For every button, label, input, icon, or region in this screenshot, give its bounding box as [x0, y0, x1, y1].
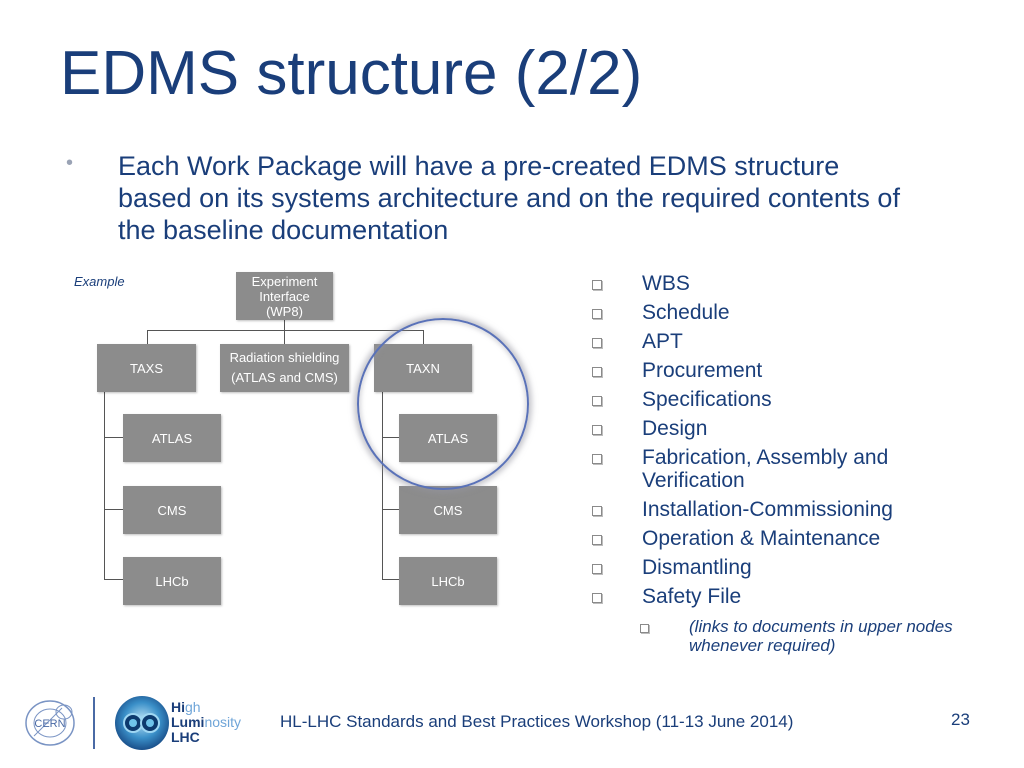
- node-taxn-lhcb: LHCb: [399, 557, 497, 605]
- connector-root-down: [284, 320, 285, 330]
- node-radiation-line2: (ATLAS and CMS): [231, 370, 338, 385]
- cern-logo-text: CERN: [34, 718, 65, 730]
- node-taxs-label: TAXS: [130, 360, 163, 376]
- hilumi-text-lhc: LHC: [171, 729, 200, 745]
- node-experiment-interface: Experiment Interface (WP8): [236, 272, 333, 320]
- node-taxs-atlas-label: ATLAS: [151, 430, 193, 446]
- connector-radiation-up: [284, 330, 285, 344]
- checkbox-bullet-icon: [592, 396, 602, 406]
- checkbox-bullet-icon: [592, 280, 602, 290]
- hilumi-text-high-b: gh: [185, 699, 201, 715]
- hilumi-logo-text: High Luminosity LHC: [171, 700, 241, 745]
- list-subitem: (links to documents in upper nodes whene…: [640, 617, 980, 655]
- bullet-text: Each Work Package will have a pre-create…: [118, 151, 900, 245]
- bullet-marker: •: [66, 152, 74, 174]
- footer-logo-divider: [93, 697, 95, 749]
- hilumi-text-high-a: Hi: [171, 699, 185, 715]
- checkbox-bullet-icon: [592, 454, 602, 464]
- list-item: Schedule: [592, 301, 1012, 324]
- highlight-circle: [357, 318, 529, 490]
- checkbox-bullet-icon: [592, 309, 602, 319]
- checkbox-bullet-icon: [592, 535, 602, 545]
- footer-text: HL-LHC Standards and Best Practices Work…: [280, 712, 794, 731]
- hilumi-text-lum-a: Lumi: [171, 714, 205, 730]
- connector-taxs-lhcb: [104, 579, 123, 580]
- node-taxs-cms: CMS: [123, 486, 221, 534]
- node-experiment-interface-label: Experiment Interface (WP8): [251, 273, 318, 319]
- list-subitem-text: (links to documents in upper nodes whene…: [689, 617, 953, 655]
- checkbox-bullet-icon: [592, 338, 602, 348]
- list-item: Installation-Commissioning: [592, 498, 1012, 521]
- node-taxs-atlas: ATLAS: [123, 414, 221, 462]
- node-radiation-line1: Radiation shielding: [229, 350, 340, 365]
- node-taxn-cms-label: CMS: [433, 502, 463, 518]
- connector-taxs-cms: [104, 509, 123, 510]
- checkbox-bullet-icon: [592, 593, 602, 603]
- node-radiation-shielding: Radiation shielding (ATLAS and CMS): [220, 344, 349, 392]
- node-taxs-cms-label: CMS: [157, 502, 187, 518]
- connector-taxs-up: [147, 330, 148, 344]
- list-item: Specifications: [592, 388, 1012, 411]
- connector-taxn-cms: [382, 509, 399, 510]
- connector-taxn-trunk: [382, 392, 383, 579]
- connector-level1-horizontal: [147, 330, 423, 331]
- connector-taxs-trunk: [104, 392, 105, 579]
- node-taxs-lhcb-label: LHCb: [155, 573, 189, 589]
- node-taxn-cms: CMS: [399, 486, 497, 534]
- node-taxs: TAXS: [97, 344, 196, 392]
- hilumi-logo-icon: [115, 696, 169, 750]
- hilumi-text-lum-b: nosity: [204, 714, 242, 730]
- list-item: Dismantling: [592, 556, 1012, 579]
- cern-logo: CERN: [22, 698, 78, 753]
- checkbox-bullet-icon: [592, 564, 602, 574]
- node-taxs-lhcb: LHCb: [123, 557, 221, 605]
- documentation-list: WBS Schedule APT Procurement Specificati…: [592, 272, 1012, 614]
- example-label: Example: [74, 274, 125, 289]
- list-item: WBS: [592, 272, 1012, 295]
- checkbox-bullet-icon: [640, 624, 649, 633]
- list-item: Operation & Maintenance: [592, 527, 1012, 550]
- list-item: Procurement: [592, 359, 1012, 382]
- connector-taxs-atlas: [104, 437, 123, 438]
- page-number: 23: [951, 710, 970, 729]
- connector-taxn-lhcb: [382, 579, 399, 580]
- hilumi-logo: [112, 693, 172, 758]
- list-item: APT: [592, 330, 1012, 353]
- checkbox-bullet-icon: [592, 506, 602, 516]
- list-item: Fabrication, Assembly and Verification: [592, 446, 1012, 492]
- list-item: Safety File: [592, 585, 1012, 608]
- list-item: Design: [592, 417, 1012, 440]
- checkbox-bullet-icon: [592, 425, 602, 435]
- checkbox-bullet-icon: [592, 367, 602, 377]
- slide-title: EDMS structure (2/2): [60, 39, 643, 108]
- node-taxn-lhcb-label: LHCb: [431, 573, 465, 589]
- cern-logo-icon: CERN: [25, 700, 75, 746]
